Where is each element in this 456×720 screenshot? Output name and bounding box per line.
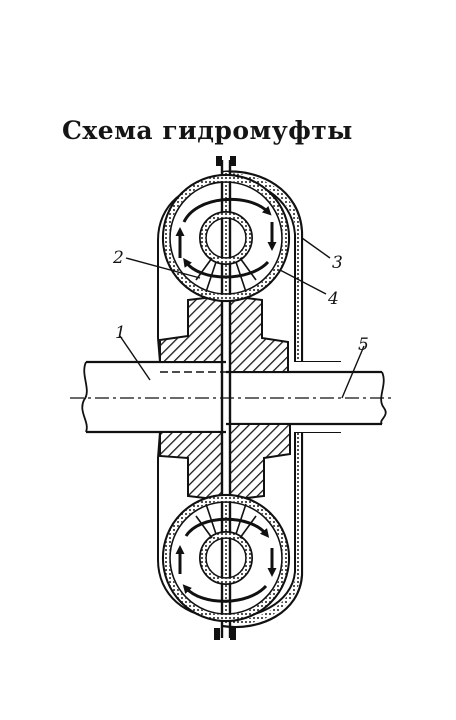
- lower-flow-arrows: [175, 517, 277, 603]
- label-2: 2: [112, 248, 124, 268]
- label-5: 5: [358, 335, 369, 355]
- leader-4: [279, 269, 327, 295]
- leader-1: [119, 335, 151, 381]
- center-plates: [214, 156, 236, 640]
- leader-lines: [119, 237, 365, 399]
- pump-hub: [159, 294, 223, 502]
- label-1: 1: [115, 323, 126, 343]
- lower-torus: [161, 493, 291, 623]
- upper-flow-arrows: [175, 197, 277, 279]
- leader-2: [125, 257, 201, 279]
- label-4: 4: [327, 289, 339, 309]
- leader-3: [301, 237, 331, 259]
- diagram-title: Схема гидромуфты: [62, 116, 353, 145]
- label-3: 3: [332, 253, 343, 273]
- leader-5: [341, 345, 365, 399]
- shafts: [70, 360, 395, 434]
